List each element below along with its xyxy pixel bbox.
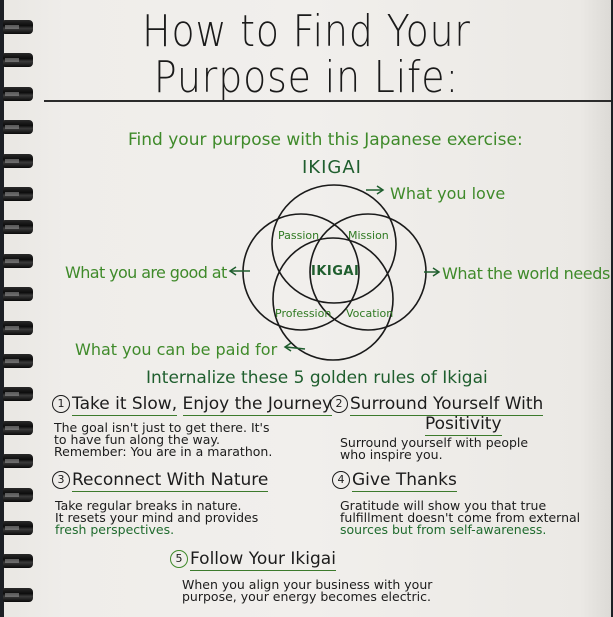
rule-2-body: Surround yourself with people who inspir… (340, 435, 529, 462)
label-what-you-can-be-paid-for: What you can be paid for (75, 340, 278, 359)
rule-number-3-icon: 3 (52, 471, 70, 489)
binding-ring (3, 220, 33, 235)
rule-1-body: The goal isn't just to get there. It's t… (54, 420, 273, 459)
notebook-page (4, 0, 611, 617)
label-what-you-love: What you love (390, 184, 506, 203)
binding-ring (3, 587, 33, 602)
arrow-icons (228, 185, 441, 352)
binding-ring (3, 387, 33, 402)
arrow-head-icon (376, 185, 385, 195)
binding-ring (3, 554, 33, 569)
rule-number-2-icon: 2 (330, 395, 348, 413)
title-divider (44, 100, 611, 102)
binding-ring (3, 253, 33, 268)
ikigai-heading: IKIGAI (302, 157, 362, 178)
arrow-head-icon (432, 267, 441, 277)
page-title-line-1: How to Find Your (142, 6, 471, 57)
binding-ring (3, 487, 33, 502)
binding-ring (3, 86, 33, 101)
binding-ring (3, 53, 33, 68)
label-what-the-world-needs: What the world needs (442, 264, 610, 283)
binding-ring (3, 320, 33, 335)
intersection-vocation: Vocation (346, 307, 394, 320)
arrow-head-icon (228, 266, 237, 276)
rule-number-1-icon: 1 (52, 395, 70, 413)
binding-ring (3, 20, 33, 34)
binding-ring (3, 153, 33, 168)
rule-3-body: Take regular breaks in nature. It resets… (55, 498, 259, 537)
intersection-mission: Mission (348, 229, 389, 242)
rule-number-4-icon: 4 (332, 471, 350, 489)
binding-ring (3, 454, 33, 469)
circle-what-you-love (271, 184, 397, 304)
binding-ring (3, 420, 33, 435)
circle-what-you-can-be-paid-for (272, 237, 394, 361)
intersection-profession: Profession (275, 307, 332, 320)
circle-what-you-are-good-at (242, 213, 360, 331)
binding-ring (3, 287, 33, 302)
binding-ring (3, 120, 33, 135)
label-what-you-are-good-at: What you are good at (65, 263, 227, 282)
intersection-ikigai: IKIGAI (311, 264, 360, 279)
arrow-head-icon (283, 342, 292, 352)
arrow-left-icon (285, 346, 306, 350)
binding-ring (3, 354, 33, 368)
rule-number-5-icon: 5 (170, 550, 188, 568)
page-title-line-2: Purpose in Life: (153, 52, 460, 103)
binding-ring (3, 521, 33, 535)
intro-text: Find your purpose with this Japanese exe… (128, 130, 523, 150)
rules-heading: Internalize these 5 golden rules of Ikig… (146, 368, 488, 388)
intersection-passion: Passion (278, 229, 320, 242)
rule-2-title-cont: Positivity (425, 414, 502, 436)
rule-4-body: Gratitude will show you that true fulfil… (340, 498, 581, 537)
rule-5-body: When you align your business with your p… (182, 577, 433, 604)
binding-ring (3, 187, 33, 201)
